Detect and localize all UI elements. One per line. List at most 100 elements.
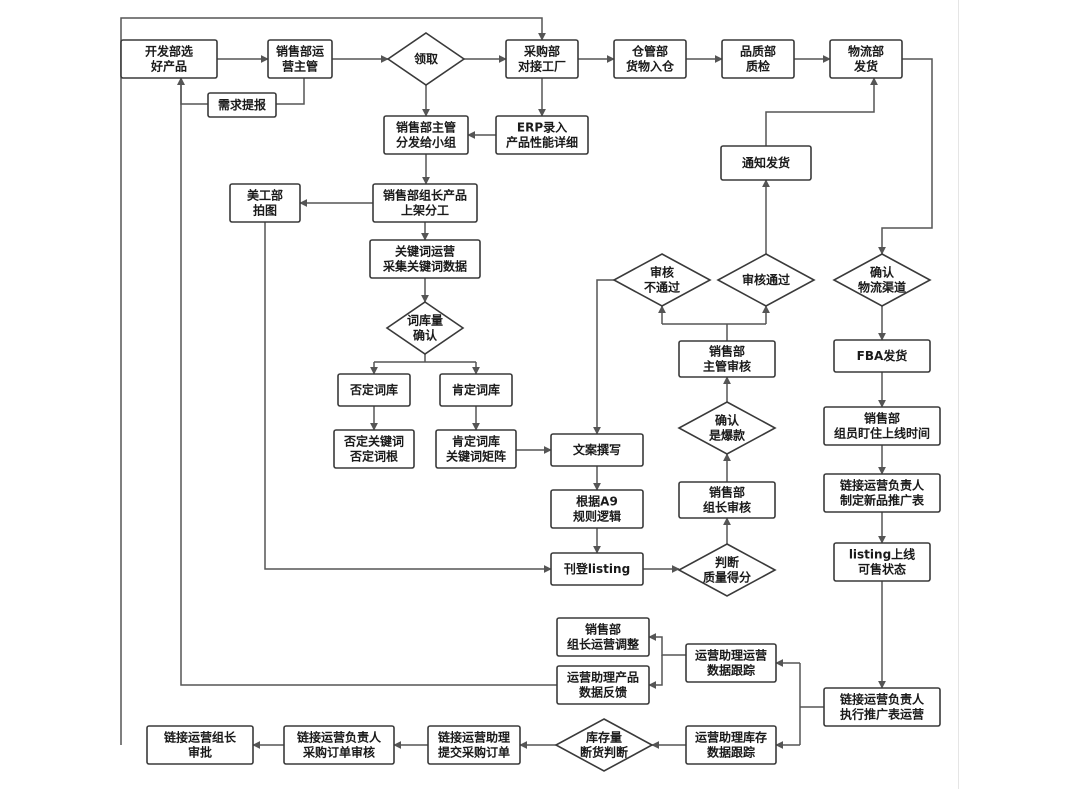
node-label: FBA发货 [857, 348, 908, 363]
node-shape [333, 429, 415, 469]
node-shape [229, 183, 301, 223]
node-label: 数据跟踪 [707, 745, 755, 760]
node-shape [823, 406, 941, 446]
node-label: 运营助理产品 [567, 670, 639, 685]
node-shape [369, 239, 481, 279]
node-label: 审核 [650, 265, 674, 280]
decision-shape [612, 253, 712, 307]
node-label: 链接运营助理 [438, 730, 510, 745]
node-shape [495, 115, 589, 155]
edge-feedback-to-dev [177, 77, 557, 686]
node-label: 规则逻辑 [573, 509, 621, 524]
node-label: 提交采购订单 [438, 745, 510, 760]
node-shape [721, 39, 795, 79]
flowchart: 开发部选好产品销售部运营主管需求提报领取采购部对接工厂仓管部货物入仓品质部质检物… [120, 17, 941, 772]
decision-shape [554, 718, 654, 772]
node-need-report: 需求提报 [207, 92, 277, 118]
node-label: 肯定词库 [452, 434, 500, 449]
node-label: 主管审核 [703, 359, 751, 374]
node-shape [439, 373, 513, 407]
node-shape [146, 725, 254, 765]
node-shape [613, 39, 687, 79]
edge-asst-to-adjust [648, 633, 686, 656]
node-shape [833, 542, 931, 582]
node-publish: 刊登listing [550, 552, 644, 586]
node-label: 品质部 [740, 44, 776, 59]
node-label: 仓管部 [631, 44, 668, 59]
node-shape [207, 92, 277, 118]
node-shape [550, 433, 644, 467]
node-label: 发货 [853, 59, 878, 74]
node-label: 美工部 [247, 188, 283, 203]
node-label: 销售部 [709, 344, 745, 359]
node-label: 确认 [413, 328, 438, 343]
node-label: 关键词运营 [395, 244, 455, 259]
node-shape [337, 373, 411, 407]
node-label: 断货判断 [580, 745, 628, 760]
node-label: 链接运营负责人 [840, 692, 925, 707]
node-shape [678, 340, 776, 378]
node-shape [833, 339, 931, 373]
node-label: 组长运营调整 [567, 637, 639, 652]
node-shape [372, 183, 478, 223]
node-copywriting: 文案撰写 [550, 433, 644, 467]
node-label: 刊登listing [564, 561, 630, 576]
node-shape [383, 115, 469, 155]
decision-shape [716, 253, 816, 307]
node-shape [283, 725, 395, 765]
edge-asst-to-feedback [648, 655, 663, 689]
node-shape [678, 481, 776, 519]
node-label: 链接运营负责人 [297, 730, 382, 745]
node-pos-lexicon: 肯定词库 [439, 373, 513, 407]
node-label: 物流渠道 [858, 280, 906, 295]
node-label: ERP录入 [517, 121, 567, 135]
node-label: 审核通过 [742, 272, 790, 287]
decision-shape [386, 32, 466, 86]
node-label: 否定词根 [349, 449, 398, 464]
edge-top-loop [120, 17, 546, 745]
node-label: 好产品 [150, 59, 187, 74]
node-label: 通知发货 [742, 155, 790, 170]
node-label: 链接运营负责人 [840, 478, 925, 493]
node-label: 组长审核 [703, 500, 751, 515]
node-shape [427, 725, 521, 765]
node-notify-ship: 通知发货 [720, 145, 812, 181]
node-shape [685, 725, 777, 765]
node-label: 销售部 [864, 411, 900, 426]
node-label: 拍图 [253, 203, 277, 218]
node-label: 可售状态 [858, 562, 906, 577]
node-shape [720, 145, 812, 181]
edge-need-to-dev [177, 77, 208, 105]
node-label: 文案撰写 [573, 442, 621, 457]
node-shape [550, 489, 644, 529]
node-label: 审批 [188, 745, 212, 760]
node-label: 运营助理运营 [695, 648, 767, 663]
node-label: 否定关键词 [343, 434, 404, 449]
connector-lines [120, 17, 933, 749]
node-label: 销售部 [709, 485, 745, 500]
node-label: 货物入仓 [626, 59, 675, 74]
node-label: 销售部 [585, 622, 621, 637]
edge-logistics-to-channel [878, 58, 933, 255]
edge-notify-to-logistics [765, 77, 878, 146]
